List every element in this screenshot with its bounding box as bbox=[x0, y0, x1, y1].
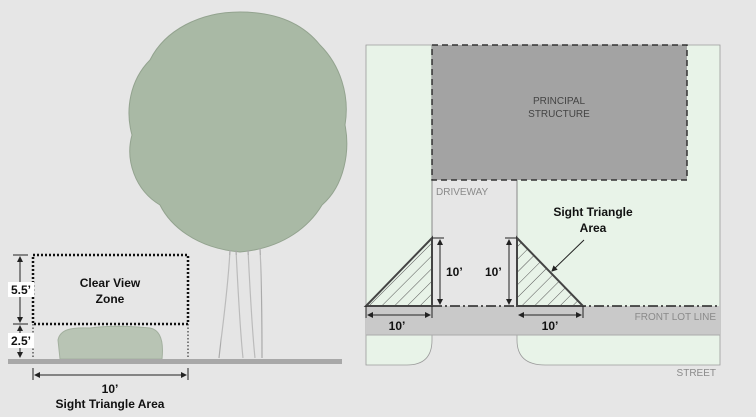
lower-height-dim: 2.5’ bbox=[11, 334, 31, 348]
ground-line bbox=[8, 359, 342, 364]
left-height-dim: 10’ bbox=[446, 265, 463, 279]
zone-label: Zone bbox=[96, 292, 125, 306]
sidewalk bbox=[366, 306, 720, 335]
callout-arrow-icon bbox=[551, 239, 585, 272]
tree-icon bbox=[128, 11, 348, 359]
bush-icon bbox=[57, 325, 163, 360]
upper-height-dim: 5.5’ bbox=[11, 283, 31, 297]
plan-view: PRINCIPAL STRUCTURE DRIVEWAY 10’ 10’ 10’… bbox=[363, 44, 721, 379]
left-width-dim: 10’ bbox=[389, 319, 406, 333]
right-width-dim: 10’ bbox=[542, 319, 559, 333]
street-label: STREET bbox=[677, 368, 716, 379]
sight-triangle-left bbox=[363, 235, 433, 307]
right-height-dim: 10’ bbox=[485, 265, 502, 279]
front-lot-line-label: FRONT LOT LINE bbox=[635, 312, 717, 323]
callout-label: Area bbox=[580, 221, 607, 235]
width-caption: Sight Triangle Area bbox=[56, 397, 165, 411]
elevation-view: Clear View Zone 5.5’ 2.5’ 10’ Sight Tria… bbox=[8, 11, 348, 411]
driveway-label: DRIVEWAY bbox=[436, 187, 489, 198]
zone-label: Clear View bbox=[80, 276, 141, 290]
principal-structure bbox=[431, 44, 688, 181]
sight-triangle-right bbox=[516, 235, 586, 307]
structure-label: STRUCTURE bbox=[528, 109, 590, 120]
callout-label: Sight Triangle bbox=[553, 205, 633, 219]
width-dim: 10’ bbox=[102, 382, 119, 396]
structure-label: PRINCIPAL bbox=[533, 96, 585, 107]
